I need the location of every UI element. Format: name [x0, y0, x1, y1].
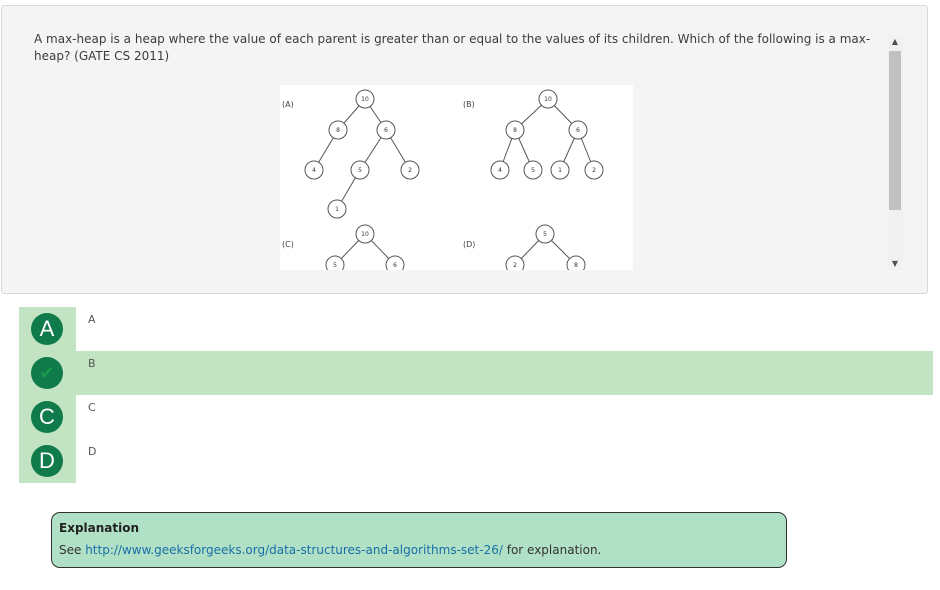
node-a-root: 10 [361, 96, 369, 103]
scroll-thumb[interactable] [889, 51, 901, 210]
heap-diagram: (A) (B) (C) (D) [282, 89, 604, 270]
label-d: (D) [463, 240, 475, 249]
scroll-up-icon[interactable]: ▲ [891, 36, 899, 46]
option-c[interactable]: C C [19, 395, 933, 439]
node-b-right: 6 [576, 127, 580, 134]
node-c-left: 5 [333, 262, 337, 269]
label-a: (A) [282, 100, 294, 109]
option-b-badge-column: ✔ [19, 351, 76, 395]
node-a-rll: 1 [335, 206, 339, 213]
option-c-label: C [88, 401, 96, 414]
node-d-root: 5 [543, 231, 547, 238]
option-d-badge-column: D [19, 439, 76, 483]
option-a-badge[interactable]: A [31, 313, 63, 345]
question-text: A max-heap is a heap where the value of … [34, 32, 871, 63]
option-b-label: B [88, 357, 96, 370]
option-d-label: D [88, 445, 97, 458]
node-b-rr: 2 [592, 167, 596, 174]
node-b-ll: 4 [498, 167, 502, 174]
option-d-badge[interactable]: D [31, 445, 63, 477]
option-a-badge-column: A [19, 307, 76, 351]
explanation-link[interactable]: http://www.geeksforgeeks.org/data-struct… [85, 543, 503, 557]
explanation-title: Explanation [59, 521, 140, 535]
node-b-lr: 5 [531, 167, 535, 174]
explanation-prefix: See [59, 543, 86, 557]
check-icon[interactable]: ✔ [31, 357, 63, 389]
label-c: (C) [282, 240, 294, 249]
node-a-rr: 2 [408, 167, 412, 174]
option-c-badge[interactable]: C [31, 401, 63, 433]
tree-nodes [304, 89, 604, 270]
node-c-right: 6 [393, 262, 397, 269]
node-a-rl: 5 [358, 167, 362, 174]
option-b[interactable]: ✔ B [19, 351, 933, 395]
option-c-badge-column: C [19, 395, 76, 439]
node-values: 10 8 6 4 5 2 1 10 8 6 4 5 1 2 10 5 6 [312, 96, 596, 269]
question-card: A max-heap is a heap where the value of … [1, 5, 928, 294]
option-a[interactable]: A A [19, 307, 933, 351]
option-d[interactable]: D D [19, 439, 933, 483]
tree-labels: (A) (B) (C) (D) [282, 100, 475, 249]
node-a-left: 8 [336, 127, 340, 134]
option-a-label: A [88, 313, 96, 326]
node-b-left: 8 [513, 127, 517, 134]
scroll-down-icon[interactable]: ▼ [891, 258, 899, 268]
question-scrollbar[interactable]: ▲ ▼ [887, 34, 903, 270]
node-a-right: 6 [384, 127, 388, 134]
node-c-root: 10 [361, 231, 369, 238]
node-b-root: 10 [544, 96, 552, 103]
explanation-suffix: for explanation. [502, 543, 602, 557]
node-d-right: 8 [574, 262, 578, 269]
label-b: (B) [463, 100, 475, 109]
explanation-box: Explanation See http://www.geeksforgeeks… [51, 512, 787, 568]
explanation-body: See http://www.geeksforgeeks.org/data-st… [59, 543, 601, 557]
heap-figure: (A) (B) (C) (D) [280, 85, 633, 270]
node-b-rl: 1 [558, 167, 562, 174]
node-a-ll: 4 [312, 167, 316, 174]
node-d-left: 2 [513, 262, 517, 269]
